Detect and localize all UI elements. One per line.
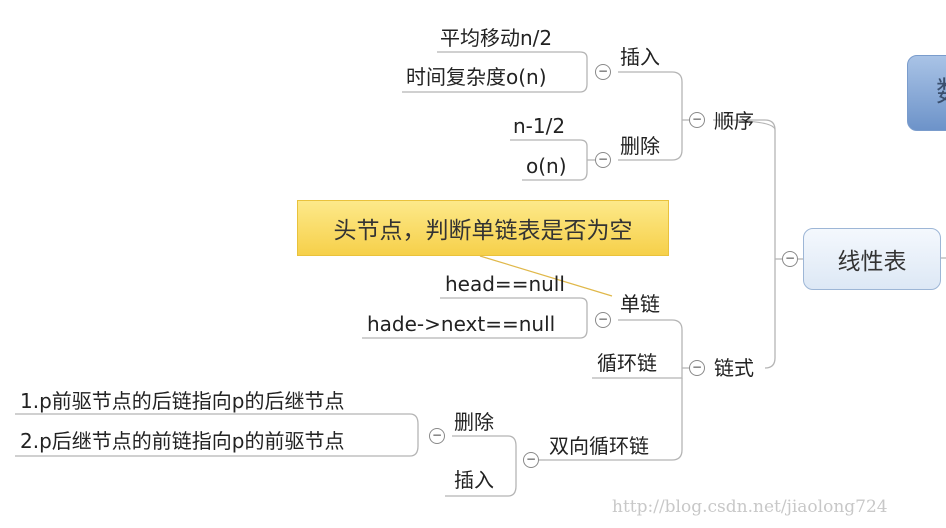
collapse-double-delete-toggle[interactable]: − [429, 428, 445, 444]
node-seq-delete-item-1[interactable]: n-1/2 [513, 114, 566, 138]
node-seq-insert-item-2[interactable]: 时间复杂度o(n) [406, 65, 547, 89]
node-double-delete-item-2[interactable]: 2.p后继节点的前链指向p的前驱节点 [20, 429, 345, 453]
node-single-link[interactable]: 单链 [620, 292, 660, 316]
node-double-insert[interactable]: 插入 [454, 468, 494, 492]
node-circular-link[interactable]: 循环链 [597, 351, 657, 375]
node-seq-delete-item-2[interactable]: o(n) [526, 154, 567, 178]
collapse-center-toggle[interactable]: − [782, 251, 798, 267]
node-seq-insert-item-1[interactable]: 平均移动n/2 [440, 26, 553, 50]
node-linked[interactable]: 链式 [714, 356, 754, 380]
connector-center-branches [712, 119, 776, 369]
root-node[interactable]: 数 [907, 55, 946, 131]
collapse-seq-insert-toggle[interactable]: − [595, 64, 611, 80]
node-double-circular-link[interactable]: 双向循环链 [549, 434, 649, 458]
node-double-delete-item-1[interactable]: 1.p前驱节点的后链指向p的后继节点 [20, 389, 345, 413]
callout-pointer [479, 255, 613, 297]
center-node-label: 线性表 [837, 249, 907, 275]
collapse-double-circular-toggle[interactable]: − [523, 452, 539, 468]
root-node-label: 数 [936, 76, 946, 108]
connector-ddelete-item2 [15, 424, 419, 457]
collapse-linked-toggle[interactable]: − [689, 360, 705, 376]
connector-double-delete [452, 435, 517, 447]
connector-seq-insert [618, 71, 683, 83]
connector-delete-item1 [510, 139, 588, 147]
watermark: http://blog.csdn.net/jiaolong724 [612, 497, 888, 517]
connector-link-double [545, 378, 683, 461]
node-seq-insert[interactable]: 插入 [620, 45, 660, 69]
connector-insert-item2 [402, 58, 588, 93]
connector-seq-delete [618, 82, 683, 161]
callout-head-node-note[interactable]: 头节点，判断单链表是否为空 [297, 200, 669, 256]
callout-text: 头节点，判断单链表是否为空 [333, 218, 633, 244]
connector-double-insert [445, 446, 517, 497]
connector-delete-item2 [522, 146, 588, 181]
node-double-delete[interactable]: 删除 [454, 410, 494, 434]
connector-insert-item1 [437, 51, 588, 59]
connector-ddelete-item1 [15, 413, 419, 425]
connector-single-item1 [440, 297, 588, 305]
connector-link-single [618, 319, 683, 331]
connector-single-item2 [362, 304, 588, 339]
node-sequential[interactable]: 顺序 [714, 109, 754, 133]
center-node-linear-list[interactable]: 线性表 [803, 228, 941, 290]
collapse-seq-delete-toggle[interactable]: − [595, 152, 611, 168]
collapse-single-link-toggle[interactable]: − [595, 312, 611, 328]
node-seq-delete[interactable]: 删除 [620, 134, 660, 158]
node-single-link-item-2[interactable]: hade->next==null [367, 312, 556, 336]
collapse-sequential-toggle[interactable]: − [689, 112, 705, 128]
node-single-link-item-1[interactable]: head==null [445, 272, 565, 296]
